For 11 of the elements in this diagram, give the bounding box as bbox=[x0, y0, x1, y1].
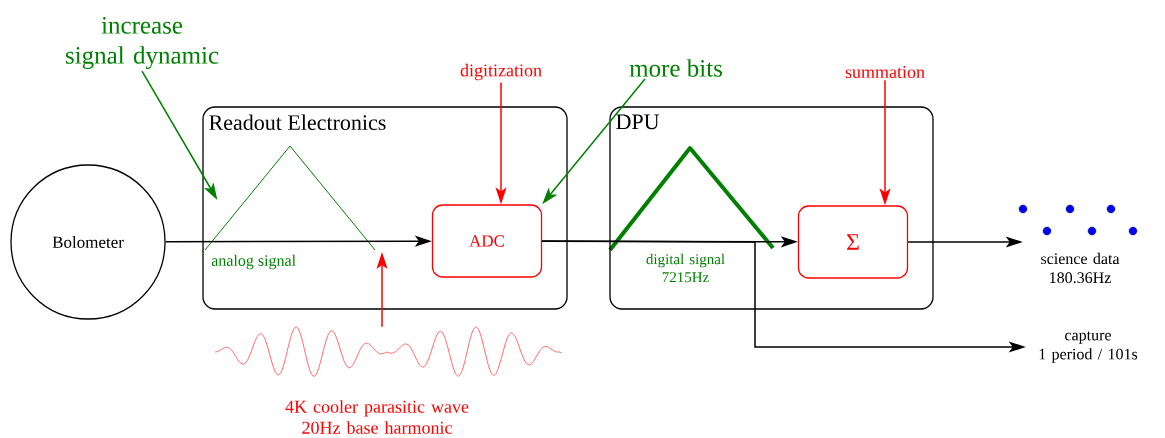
annotation-text: digitization bbox=[460, 63, 542, 81]
annotation-text: summation bbox=[845, 65, 925, 79]
annotation-text: increase signal dynamic bbox=[65, 17, 219, 69]
annotation-text: more bits bbox=[629, 59, 722, 77]
signal-label: analog signal bbox=[211, 254, 296, 270]
output-label: science data 180.36Hz bbox=[1041, 252, 1120, 284]
process-box: ADC bbox=[431, 204, 543, 278]
wave-caption: 4K cooler parasitic wave 20Hz base harmonic bbox=[285, 400, 469, 434]
output-label: capture 1 period / 101s bbox=[1039, 331, 1138, 363]
signal-label: digital signal 7215Hz bbox=[646, 253, 725, 283]
process-box: Σ bbox=[797, 205, 909, 279]
